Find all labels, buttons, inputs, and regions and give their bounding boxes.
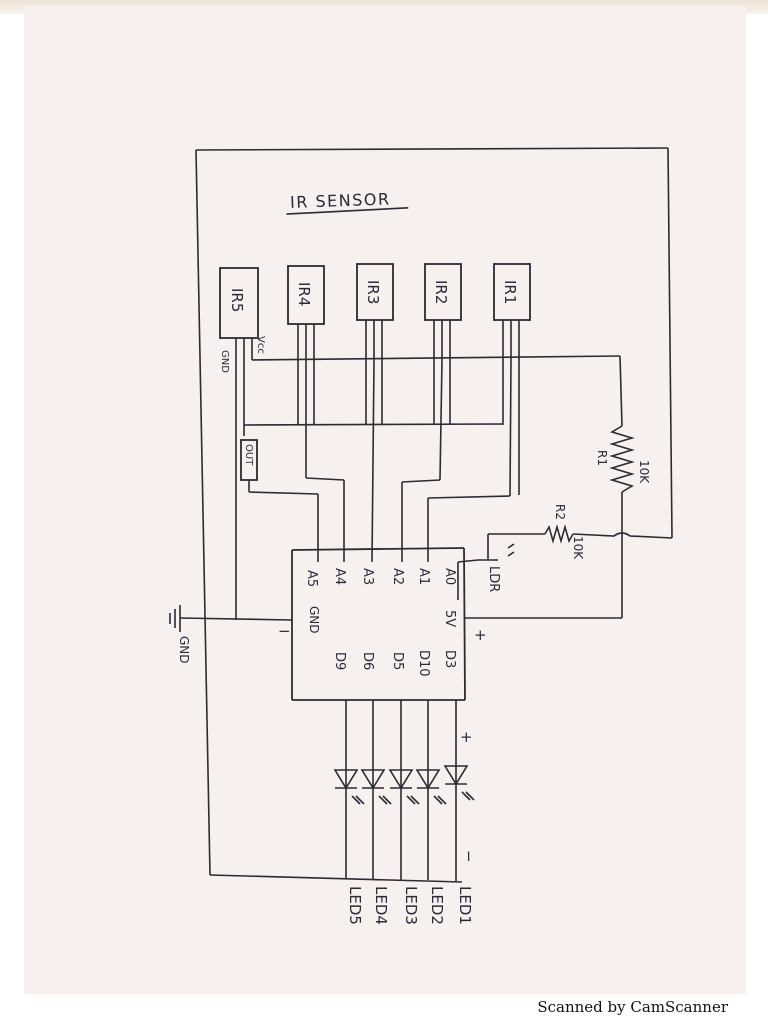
microcontroller: A5 A4 A3 A2 A1 A0 GND 5V D9 D6 D5 D10 D3 [291,547,466,701]
led5-label: LED5 [346,886,364,925]
sensor-label: IR1 [501,280,519,304]
gnd-minus-sign: − [278,622,291,640]
ldr-label: LDR [486,566,501,592]
resistor-r1-name: R1 [595,450,609,466]
scanner-footer: Scanned by CamScanner [537,998,728,1016]
resistor-r1: R1 10K [595,425,651,618]
led-minus-sign: − [460,850,478,863]
led-plus-sign: + [460,728,473,746]
sensor-ir5: IR5 [219,267,259,339]
ldr: LDR [457,534,515,592]
ground-symbol: GND [169,605,191,664]
pin-d3: D3 [442,650,457,668]
led1-label: LED1 [456,886,474,925]
pin-gnd: GND [307,606,321,634]
led-symbol [388,769,420,805]
sensor-vcc-label: Vcc [255,336,266,354]
pin-a4: A4 [332,568,347,585]
led-symbol [443,765,475,801]
vcc-bus [251,355,623,427]
sensor-out-label: OUT [243,444,254,466]
scanned-paper [24,6,746,994]
led4-label: LED4 [372,886,390,925]
resistor-r1-value: 10K [637,460,651,484]
ground-label: GND [177,636,191,664]
pin-d5: D5 [390,652,405,670]
sensor-gnd-label: GND [219,350,230,373]
out-tag: OUT [240,439,258,492]
vcc-plus-sign: + [474,626,487,644]
diagram-title: IR SENSOR [290,189,391,211]
resistor-r2-value: 10K [571,536,585,560]
sensor-label: IR5 [228,288,246,312]
sensor-ir1: IR1 [493,263,531,321]
pin-5v: 5V [442,610,457,627]
pin-a3: A3 [360,568,375,585]
outer-frame [195,147,673,883]
led2-label: LED2 [428,886,446,925]
sensor-ir3: IR3 [356,263,394,321]
pin-a1: A1 [416,568,431,585]
led-symbol [333,769,365,805]
pin-a0: A0 [442,568,457,585]
pin-d6: D6 [360,652,375,670]
led3-label: LED3 [402,886,420,925]
resistor-r2-name: R2 [553,504,567,520]
pin-d10: D10 [416,650,431,677]
sensor-label: IR3 [364,280,382,304]
led-diodes [333,765,475,805]
pin-a5: A5 [304,570,319,587]
power-wires [179,562,622,621]
led-symbol [415,769,447,805]
led-symbol [360,769,392,805]
sensor-ir2: IR2 [424,263,462,321]
sensor-pin-leads [235,320,520,495]
led-wires [345,700,457,881]
pin-a2: A2 [390,568,405,585]
resistor-r2: R2 10K [488,504,673,560]
title-underline [286,206,409,215]
signal-wires [248,359,512,563]
sensor-ir4: IR4 [287,265,325,325]
sensor-label: IR2 [432,280,450,304]
pin-d9: D9 [332,652,347,670]
sensor-label: IR4 [295,282,313,306]
